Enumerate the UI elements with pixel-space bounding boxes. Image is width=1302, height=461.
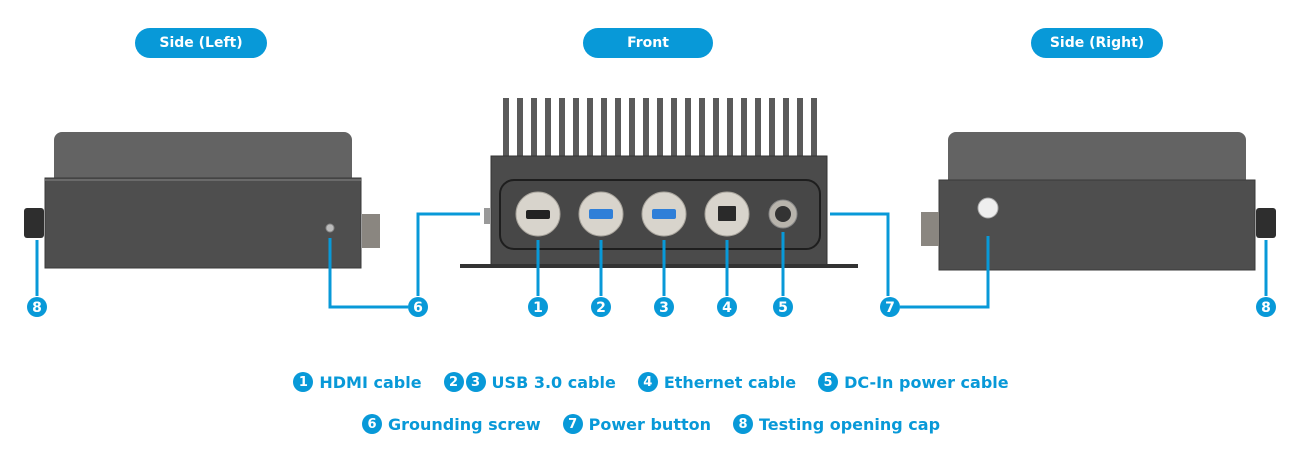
power-button — [977, 197, 999, 219]
heatsink-fin — [755, 98, 761, 160]
svg-text:5: 5 — [778, 300, 788, 316]
heatsink-fin — [769, 98, 775, 160]
side-right-top-cover — [948, 132, 1246, 192]
heatsink-fin — [545, 98, 551, 160]
svg-text:6: 6 — [413, 300, 423, 316]
svg-text:7: 7 — [885, 300, 895, 316]
svg-text:2: 2 — [596, 300, 606, 316]
testing-cap-left — [24, 208, 44, 238]
ground-screw-side — [484, 208, 490, 224]
heatsink-fin — [587, 98, 593, 160]
svg-text:8: 8 — [1261, 300, 1271, 316]
svg-text:3: 3 — [659, 300, 669, 316]
heatsink-fin — [517, 98, 523, 160]
heatsink-fin — [629, 98, 635, 160]
callout-7: 7 — [880, 297, 900, 317]
badge-4: 4 — [637, 372, 658, 392]
heatsink-fin — [685, 98, 691, 160]
badge-2: 2 — [443, 372, 464, 392]
callout-6: 6 — [408, 297, 428, 317]
legend-label: HDMI cable — [319, 372, 422, 392]
legend-item-ethernet: 4 Ethernet cable — [637, 372, 797, 392]
badge-7: 7 — [562, 414, 583, 434]
legend-label: Grounding screw — [387, 414, 541, 434]
heatsink-fin — [783, 98, 789, 160]
usb-port-1 — [578, 191, 624, 237]
svg-text:1: 1 — [533, 300, 543, 316]
view-label-side-left: Side (Left) — [135, 28, 267, 58]
side-left-chassis — [44, 177, 362, 269]
heatsink-fin — [601, 98, 607, 160]
heatsink-fin — [573, 98, 579, 160]
badge-5: 5 — [818, 372, 839, 392]
badge-8: 8 — [733, 414, 753, 434]
legend-item-grounding: 6 Grounding screw — [361, 414, 541, 434]
heatsink-fin — [727, 98, 733, 160]
legend-label: Testing opening cap — [759, 414, 941, 434]
mounting-flange — [460, 264, 858, 268]
legend-label: Power button — [588, 414, 711, 434]
callout-4: 4 — [717, 297, 737, 317]
side-right-chassis — [938, 179, 1256, 271]
legend-item-testing-cap: 8 Testing opening cap — [733, 414, 940, 434]
heatsink-fin — [531, 98, 537, 160]
legend-row-2: 6 Grounding screw 7 Power button 8 Testi… — [0, 414, 1302, 434]
callout-markers: 8 6 1 2 3 4 5 7 8 — [27, 297, 1276, 317]
ethernet-port — [704, 191, 750, 237]
side-left-top-cover — [54, 132, 352, 192]
usb-port-2 — [641, 191, 687, 237]
leader-lines — [35, 212, 1268, 309]
badge-3: 3 — [465, 372, 486, 392]
heatsink-fin — [503, 98, 509, 160]
view-label-front: Front — [583, 28, 713, 58]
callout-2: 2 — [591, 297, 611, 317]
legend-label: USB 3.0 cable — [491, 372, 616, 392]
heatsink-fin — [699, 98, 705, 160]
heatsink-fins — [503, 98, 817, 160]
device-diagram: 8 6 1 2 3 4 5 7 8 — [24, 98, 1276, 317]
legend-item-hdmi: 1 HDMI cable — [293, 372, 422, 392]
side-left-view — [24, 132, 380, 269]
view-label-side-right: Side (Right) — [1031, 28, 1163, 58]
dc-in-port — [768, 199, 798, 229]
legend-item-power-button: 7 Power button — [562, 414, 711, 434]
svg-text:8: 8 — [32, 300, 42, 316]
heatsink-fin — [657, 98, 663, 160]
legend-label: Ethernet cable — [663, 372, 797, 392]
heatsink-fin — [671, 98, 677, 160]
callout-8-left: 8 — [27, 297, 47, 317]
legend-item-dc-in: 5 DC-In power cable — [818, 372, 1009, 392]
heatsink-fin — [797, 98, 803, 160]
heatsink-fin — [811, 98, 817, 160]
callout-3: 3 — [654, 297, 674, 317]
callout-1: 1 — [528, 297, 548, 317]
heatsink-fin — [713, 98, 719, 160]
connector-nut-right — [921, 212, 939, 246]
front-view — [460, 98, 858, 268]
callout-5: 5 — [773, 297, 793, 317]
grounding-screw — [325, 223, 335, 233]
side-right-view — [921, 132, 1276, 271]
heatsink-fin — [559, 98, 565, 160]
badge-6: 6 — [361, 414, 382, 434]
callout-8-right: 8 — [1256, 297, 1276, 317]
heatsink-fin — [643, 98, 649, 160]
legend-label: DC-In power cable — [844, 372, 1009, 392]
hdmi-port — [515, 191, 561, 237]
svg-text:4: 4 — [722, 300, 732, 316]
testing-cap-right — [1256, 208, 1276, 238]
heatsink-fin — [615, 98, 621, 160]
connector-nut-left — [362, 214, 380, 248]
badge-1: 1 — [293, 372, 314, 392]
heatsink-fin — [741, 98, 747, 160]
